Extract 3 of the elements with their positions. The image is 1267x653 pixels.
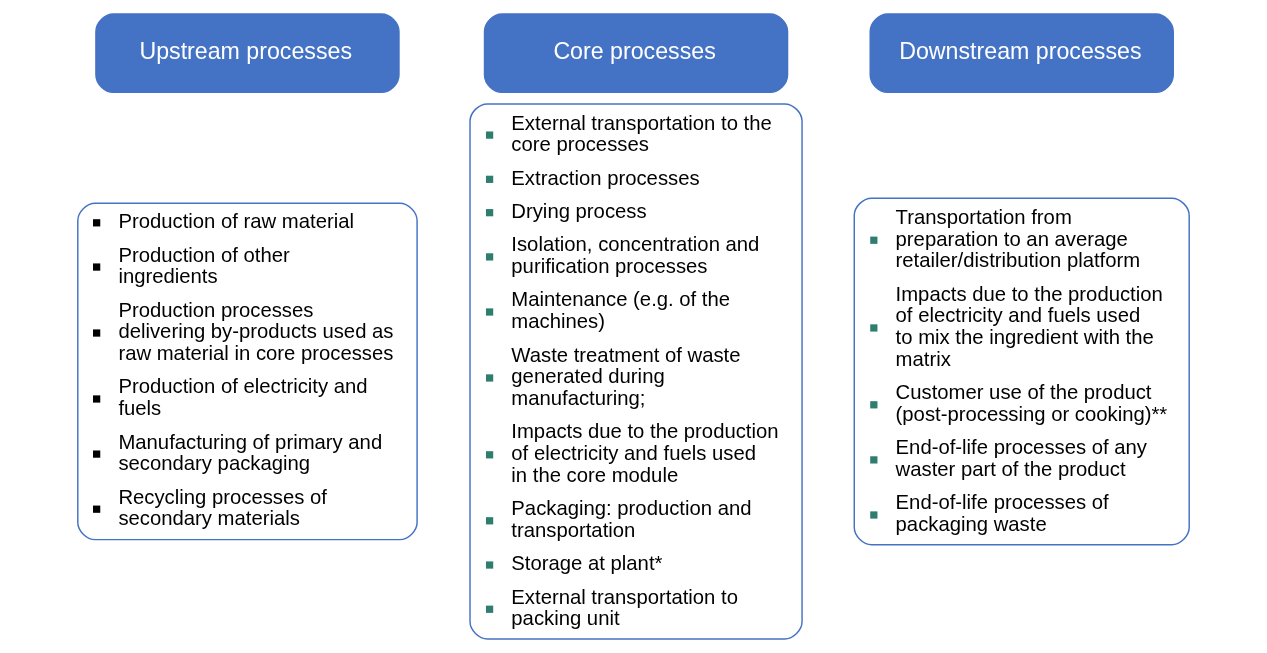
node-box: Core processes (483, 13, 789, 94)
node-box: Upstream processes (95, 13, 400, 94)
node-box: Downstream processes (869, 13, 1174, 94)
